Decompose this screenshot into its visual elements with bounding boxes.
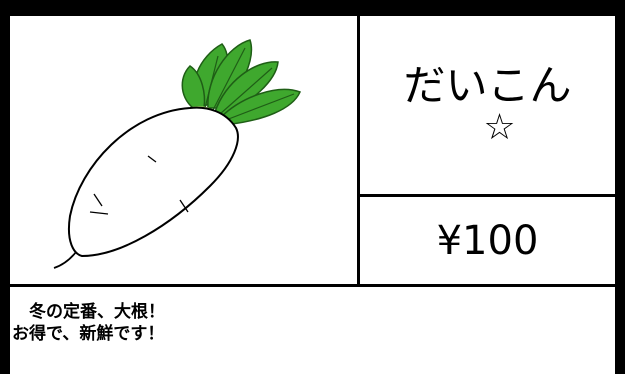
product-name: だいこん: [403, 61, 572, 110]
product-price-panel: ¥100: [360, 197, 615, 284]
product-name-panel: だいこん ☆: [360, 16, 615, 194]
description-line-1: 冬の定番、大根！: [12, 302, 165, 322]
product-price: ¥100: [436, 217, 539, 264]
product-image-panel: [10, 16, 357, 284]
star-icon: ☆: [483, 107, 516, 148]
product-description-panel: 冬の定番、大根！ お得で、新鮮です！: [10, 287, 615, 374]
description-line-2: お得で、新鮮です！: [12, 324, 165, 344]
daikon-icon: [53, 39, 302, 269]
